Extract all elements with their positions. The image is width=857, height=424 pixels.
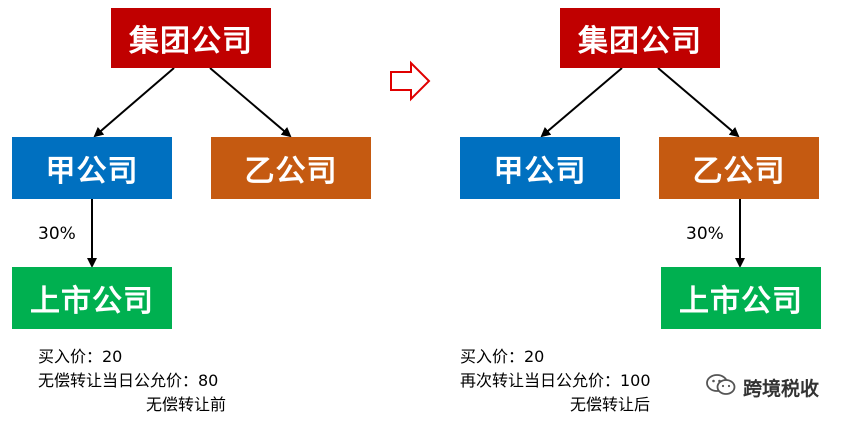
left-note-line1: 买入价：20: [38, 347, 123, 366]
arrow-group-to-yi-left: [209, 67, 292, 138]
right-caption: 无偿转让后: [570, 395, 651, 414]
watermark: 跨境税收: [705, 372, 819, 403]
right-listed-company-box: 上市公司: [661, 267, 821, 329]
left-yi-company-box: 乙公司: [211, 137, 371, 199]
right-yi-company-box: 乙公司: [659, 137, 819, 199]
transition-arrow: [390, 60, 431, 102]
left-stake-label: 30%: [38, 224, 76, 244]
left-note-line2: 无偿转让当日公允价：80: [38, 371, 219, 390]
arrow-group-to-yi-right: [657, 67, 740, 138]
arrow-group-to-jia-right: [540, 67, 623, 138]
left-caption: 无偿转让前: [146, 395, 227, 414]
watermark-text: 跨境税收: [743, 378, 820, 400]
left-jia-company-box: 甲公司: [12, 137, 172, 199]
right-group-company-box: 集团公司: [560, 8, 720, 68]
left-listed-company-box: 上市公司: [12, 267, 172, 329]
right-stake-label: 30%: [686, 224, 724, 244]
left-group-company-box: 集团公司: [111, 8, 271, 68]
wechat-icon: [705, 372, 737, 403]
right-note-line1: 买入价：20: [460, 347, 545, 366]
right-jia-company-box: 甲公司: [460, 137, 620, 199]
arrow-group-to-jia-left: [93, 67, 175, 138]
right-note-line2: 再次转让当日公允价：100: [460, 371, 651, 390]
